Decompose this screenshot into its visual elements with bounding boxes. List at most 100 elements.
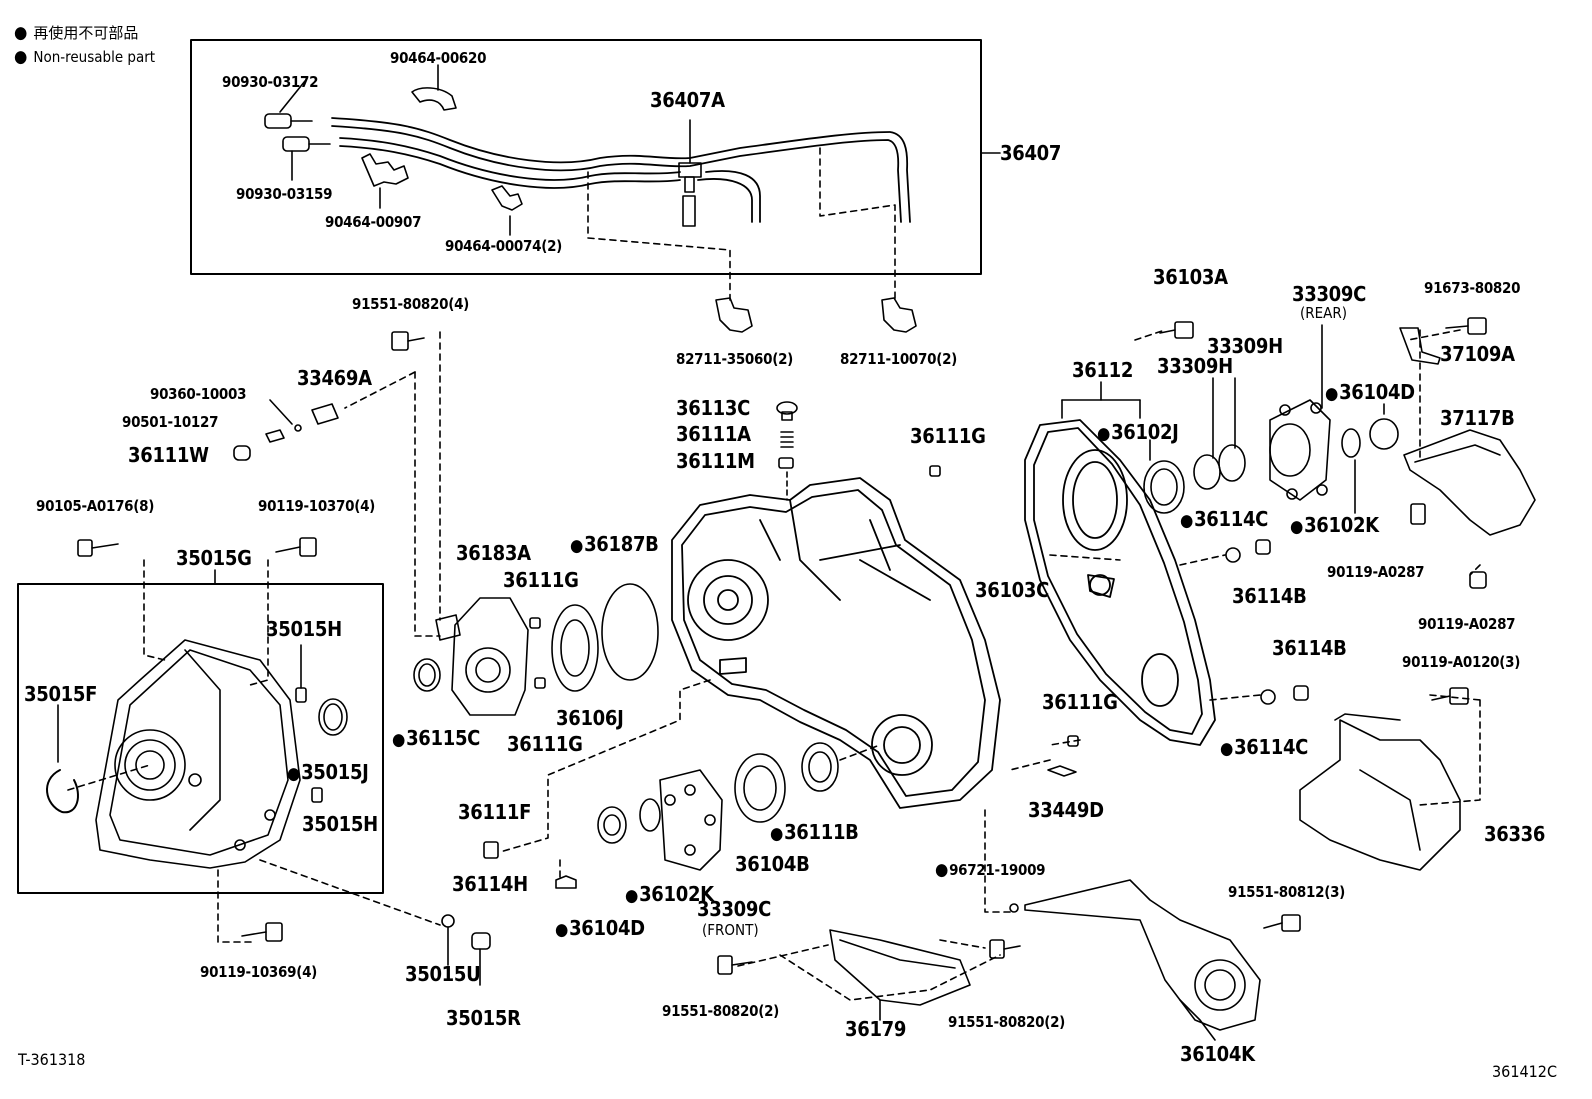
dowel-pins bbox=[295, 644, 323, 803]
part-33309H-b[interactable]: 33309H bbox=[1157, 354, 1233, 378]
part-33309C-rear[interactable]: 33309C bbox=[1292, 282, 1367, 306]
part-36114H[interactable]: 36114H bbox=[452, 872, 528, 896]
part-35015F[interactable]: 35015F bbox=[24, 682, 98, 706]
part-33309H-a[interactable]: 33309H bbox=[1207, 334, 1283, 358]
part-36104K[interactable]: 36104K bbox=[1180, 1042, 1255, 1066]
part-36407[interactable]: 36407 bbox=[1000, 141, 1062, 165]
leaders-right bbox=[1061, 324, 1385, 514]
part-90930-03172[interactable]: 90930-03172 bbox=[222, 73, 319, 91]
part-36183A[interactable]: 36183A bbox=[456, 541, 531, 565]
part-36102K-top[interactable]: 36102K bbox=[1290, 513, 1379, 539]
part-36115C[interactable]: 36115C bbox=[392, 726, 480, 752]
union-fittings bbox=[264, 64, 511, 236]
part-33449D[interactable]: 33449D bbox=[1028, 798, 1104, 822]
part-36111F[interactable]: 36111F bbox=[458, 800, 532, 824]
part-33469A[interactable]: 33469A bbox=[297, 366, 372, 390]
dashed-leaders-right bbox=[1049, 329, 1481, 806]
part-37117B[interactable]: 37117B bbox=[1440, 406, 1515, 430]
part-90930-03159[interactable]: 90930-03159 bbox=[236, 185, 333, 203]
part-90119-10369[interactable]: 90119-10369(4) bbox=[200, 963, 318, 981]
rear-note: (REAR) bbox=[1300, 304, 1348, 322]
extension-housing bbox=[95, 639, 301, 869]
part-36111G-d[interactable]: 36111G bbox=[1042, 690, 1118, 714]
part-36111W[interactable]: 36111W bbox=[128, 443, 209, 467]
part-90360-10003[interactable]: 90360-10003 bbox=[150, 385, 247, 403]
part-82711-10070[interactable]: 82711-10070(2) bbox=[840, 350, 958, 368]
part-91673-80820[interactable]: 91673-80820 bbox=[1424, 279, 1521, 297]
part-36111A[interactable]: 36111A bbox=[676, 422, 751, 446]
legend-nonreusable-en: ● Non-reusable part bbox=[14, 47, 155, 67]
part-36111G-a[interactable]: 36111G bbox=[503, 568, 579, 592]
part-36114B-top[interactable]: 36114B bbox=[1232, 584, 1307, 608]
part-82711-35060[interactable]: 82711-35060(2) bbox=[676, 350, 794, 368]
hose-group-box bbox=[190, 39, 982, 275]
legend-text: 再使用不可部品 bbox=[33, 24, 139, 42]
part-36104D-front[interactable]: 36104D bbox=[555, 916, 645, 942]
part-35015R[interactable]: 35015R bbox=[446, 1006, 521, 1030]
part-36111M[interactable]: 36111M bbox=[676, 449, 755, 473]
part-91551-80812[interactable]: 91551-80812(3) bbox=[1228, 883, 1346, 901]
part-36114B-bottom[interactable]: 36114B bbox=[1272, 636, 1347, 660]
part-36102J[interactable]: 36102J bbox=[1097, 420, 1179, 446]
protector-37117B bbox=[1403, 429, 1536, 536]
part-36407A[interactable]: 36407A bbox=[650, 88, 725, 112]
part-36114C-top[interactable]: 36114C bbox=[1180, 507, 1268, 533]
hose-tee-joint bbox=[678, 119, 702, 227]
part-96721-19009[interactable]: 96721-19009 bbox=[935, 860, 1046, 880]
part-36187B[interactable]: 36187B bbox=[570, 532, 659, 558]
snap-ring-35015F bbox=[46, 769, 79, 814]
part-90119-A0287-left[interactable]: 90119-A0287 bbox=[1327, 563, 1425, 581]
part-91551-80820-2-right[interactable]: 91551-80820(2) bbox=[948, 1013, 1066, 1031]
legend-text: Non-reusable part bbox=[33, 48, 156, 66]
part-90105-A0176[interactable]: 90105-A0176(8) bbox=[36, 497, 155, 515]
oil-seal-35015J bbox=[318, 698, 348, 736]
part-33309C-front[interactable]: 33309C bbox=[697, 897, 772, 921]
part-36111G-c[interactable]: 36111G bbox=[910, 424, 986, 448]
part-36106J[interactable]: 36106J bbox=[556, 706, 624, 730]
part-35015G[interactable]: 35015G bbox=[176, 546, 252, 570]
part-90464-00074[interactable]: 90464-00074(2) bbox=[445, 237, 563, 255]
part-35015U[interactable]: 35015U bbox=[405, 962, 481, 986]
o-ring-36187B bbox=[601, 583, 659, 681]
part-35015J[interactable]: 35015J bbox=[287, 760, 369, 786]
part-36179[interactable]: 36179 bbox=[845, 1017, 907, 1041]
gear-36106J bbox=[551, 604, 599, 692]
part-36114C-bottom[interactable]: 36114C bbox=[1220, 735, 1308, 761]
transfer-case-36103C bbox=[671, 477, 1001, 809]
part-36104B[interactable]: 36104B bbox=[735, 852, 810, 876]
part-36113C[interactable]: 36113C bbox=[676, 396, 751, 420]
part-90501-10127[interactable]: 90501-10127 bbox=[122, 413, 219, 431]
part-36102K-bottom[interactable]: 36102K bbox=[625, 882, 714, 908]
bullet-icon: ● bbox=[14, 47, 28, 67]
part-36103A[interactable]: 36103A bbox=[1153, 265, 1228, 289]
bolts-right bbox=[1159, 317, 1487, 932]
figure-code: T-361318 bbox=[18, 1050, 86, 1069]
part-36336[interactable]: 36336 bbox=[1484, 822, 1546, 846]
part-90119-10370[interactable]: 90119-10370(4) bbox=[258, 497, 376, 515]
dashed-leaders-left bbox=[67, 331, 441, 943]
part-35015H-bottom[interactable]: 35015H bbox=[302, 812, 378, 836]
dashed-leaders-top bbox=[587, 147, 896, 301]
part-90464-00620[interactable]: 90464-00620 bbox=[390, 49, 487, 67]
dashed-leaders-center bbox=[499, 679, 1081, 1001]
part-36111B[interactable]: 36111B bbox=[770, 820, 859, 846]
part-37109A[interactable]: 37109A bbox=[1440, 342, 1515, 366]
part-36104D-rear[interactable]: 36104D bbox=[1325, 380, 1415, 406]
part-35015H-top[interactable]: 35015H bbox=[266, 617, 342, 641]
bolts-left bbox=[77, 331, 491, 986]
rear-case-36112 bbox=[1024, 419, 1216, 746]
part-91551-80820-4[interactable]: 91551-80820(4) bbox=[352, 295, 470, 313]
part-36111G-b[interactable]: 36111G bbox=[507, 732, 583, 756]
part-36112[interactable]: 36112 bbox=[1072, 358, 1134, 382]
oil-pump-body bbox=[435, 597, 529, 716]
part-36103C[interactable]: 36103C bbox=[975, 578, 1050, 602]
part-90464-00907[interactable]: 90464-00907 bbox=[325, 213, 422, 231]
rear-output-flange bbox=[1269, 399, 1399, 501]
legend-nonreusable-jp: ●再使用不可部品 bbox=[14, 22, 138, 43]
part-91551-80820-2-left[interactable]: 91551-80820(2) bbox=[662, 1002, 780, 1020]
rear-seal-and-shims bbox=[1143, 444, 1246, 514]
part-90119-A0120[interactable]: 90119-A0120(3) bbox=[1402, 653, 1521, 671]
cover-36104K bbox=[1024, 879, 1261, 1041]
part-90119-A0287-right[interactable]: 90119-A0287 bbox=[1418, 615, 1516, 633]
skid-plate-36179 bbox=[829, 929, 971, 1021]
